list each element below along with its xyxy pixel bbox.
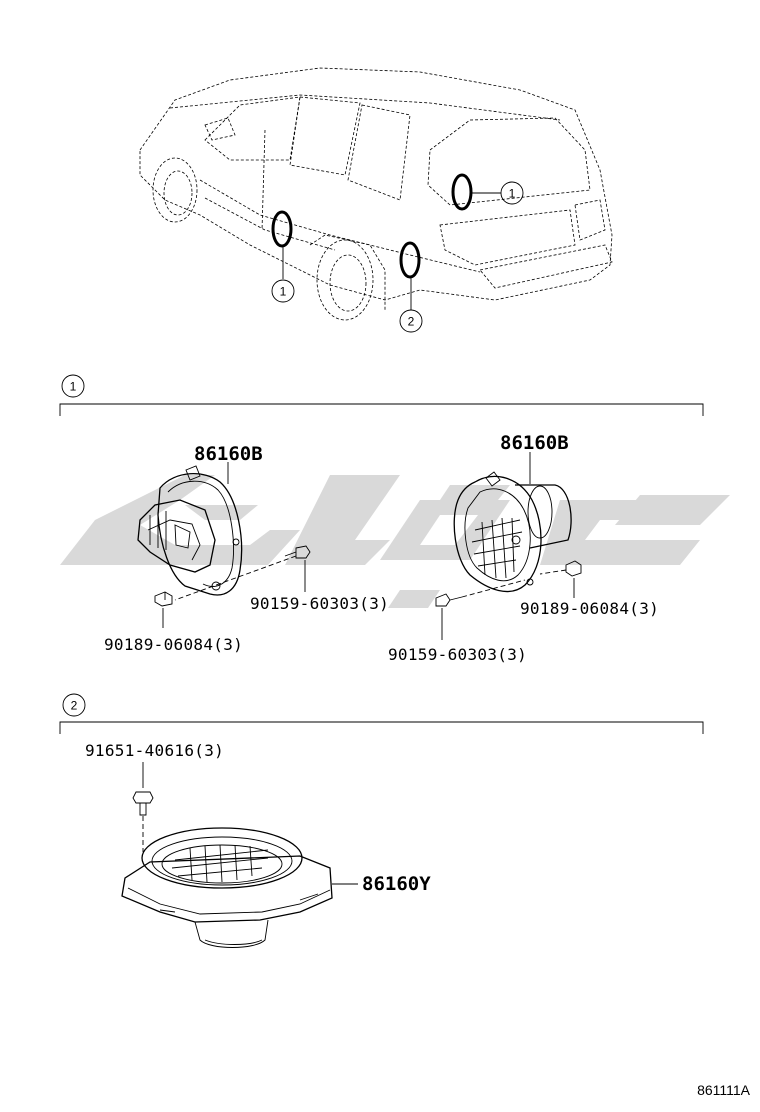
part-label-86160y: 86160Y	[362, 873, 431, 895]
part-label-86160b-right: 86160B	[500, 432, 569, 454]
callout-quarter-2: 2	[399, 309, 423, 333]
speaker-86160b-left	[137, 465, 243, 596]
section-2-number: 2	[71, 699, 78, 713]
clip-nut-90189-06084-left	[154, 591, 173, 628]
part-label-86160b-left: 86160B	[194, 443, 263, 465]
section-1-header: 1	[59, 374, 704, 416]
rear-speaker-marker	[451, 173, 473, 211]
callout-door-1: 1	[271, 279, 295, 303]
screw-90159-60303-right	[435, 579, 526, 640]
speaker-86160b-right	[453, 471, 572, 593]
quarter-speaker-marker	[399, 241, 421, 279]
callout-rear-1: 1	[500, 181, 524, 205]
screw-90159-60303-left	[174, 545, 311, 601]
callout-label: 1	[280, 285, 287, 299]
vehicle-overview	[139, 67, 613, 321]
section-2-header: 2	[59, 693, 704, 734]
speaker-location-markers	[271, 173, 501, 310]
figure-id: 861111A	[697, 1082, 751, 1098]
screw-91651-40616	[132, 762, 154, 852]
part-label-91651-40616: 91651-40616(3)	[85, 741, 224, 760]
part-label-90189-06084-left: 90189-06084(3)	[104, 635, 243, 654]
door-speaker-marker	[271, 210, 293, 248]
section-1-number: 1	[70, 380, 77, 394]
part-label-90159-60303-left: 90159-60303(3)	[250, 594, 389, 613]
clip-nut-90189-06084-right	[539, 560, 582, 598]
part-label-90189-06084-right: 90189-06084(3)	[520, 599, 659, 618]
watermark-logo	[60, 475, 730, 608]
part-label-90159-60303-right: 90159-60303(3)	[388, 645, 527, 664]
callout-label: 2	[408, 315, 415, 329]
speaker-86160y	[121, 827, 333, 948]
callout-label: 1	[509, 187, 516, 201]
